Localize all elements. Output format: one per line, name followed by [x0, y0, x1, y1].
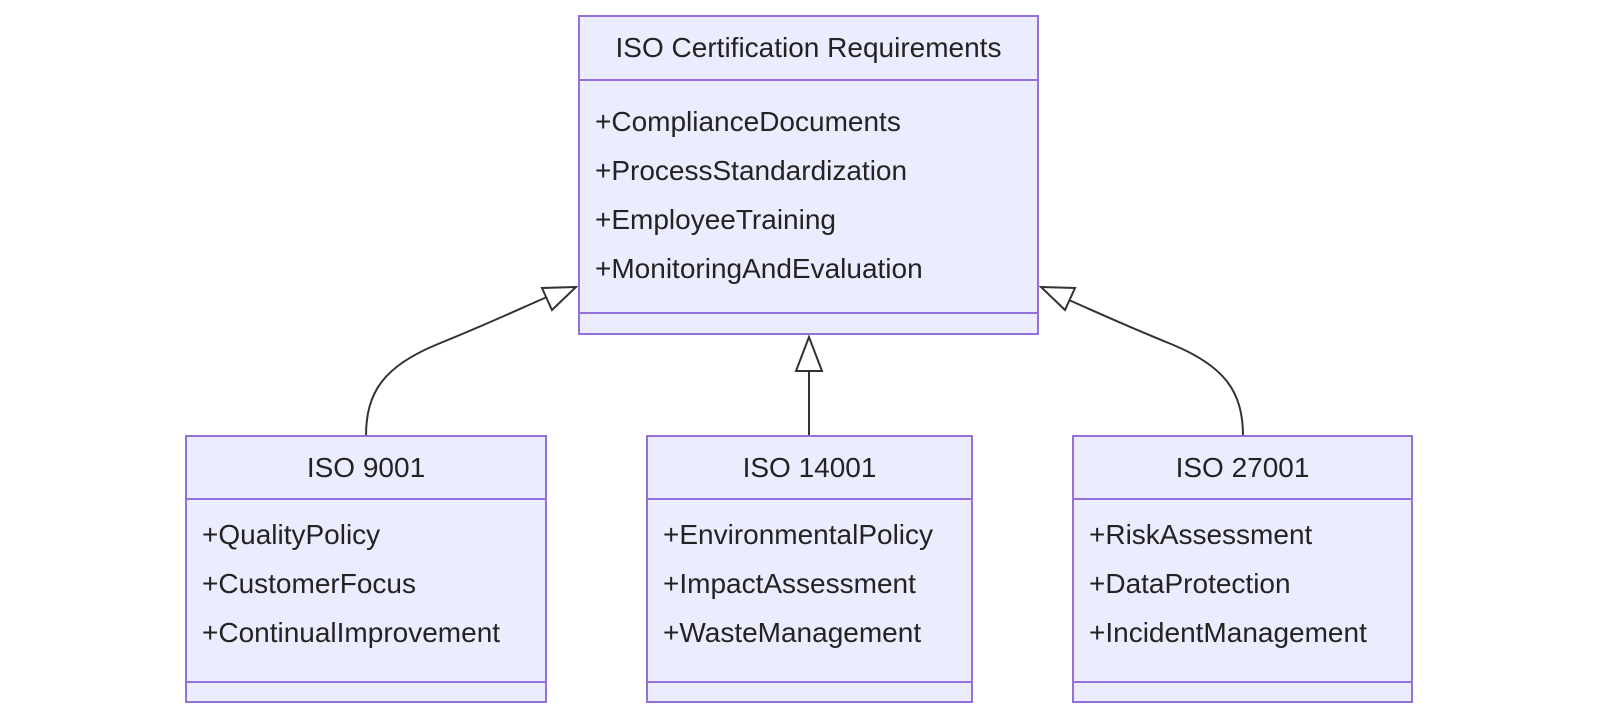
attribute-row: +DataProtection: [1089, 568, 1291, 599]
class-title: ISO 9001: [187, 437, 545, 500]
edge-iso9001-to-parent: [365, 296, 548, 437]
attribute-row: +IncidentManagement: [1089, 617, 1367, 648]
class-attributes: +ComplianceDocuments +ProcessStandardiza…: [580, 81, 1037, 314]
attribute-row: +WasteManagement: [663, 617, 922, 648]
attribute-row: +QualityPolicy: [202, 519, 381, 550]
attribute-row: +MonitoringAndEvaluation: [595, 253, 923, 284]
attribute-row: +RiskAssessment: [1089, 519, 1313, 550]
class-attributes: +RiskAssessment +DataProtection +Inciden…: [1074, 500, 1411, 683]
class-title: ISO 27001: [1074, 437, 1411, 500]
attribute-row: +EnvironmentalPolicy: [663, 519, 934, 550]
class-methods-empty: [648, 683, 971, 701]
attribute-row: +ComplianceDocuments: [595, 106, 901, 137]
attribute-row: +ContinualImprovement: [202, 617, 501, 648]
class-methods-empty: [580, 314, 1037, 333]
class-box-iso-27001: ISO 27001 +RiskAssessment +DataProtectio…: [1072, 435, 1413, 703]
class-methods-empty: [1074, 683, 1411, 701]
edge-iso27001-to-parent: [1061, 296, 1244, 437]
class-title: ISO 14001: [648, 437, 971, 500]
attribute-row: +CustomerFocus: [202, 568, 416, 599]
class-methods-empty: [187, 683, 545, 701]
inheritance-arrowhead-icon: [794, 334, 824, 372]
class-attributes: +QualityPolicy +CustomerFocus +Continual…: [187, 500, 545, 683]
attribute-row: +EmployeeTraining: [595, 204, 836, 235]
class-title: ISO Certification Requirements: [580, 17, 1037, 81]
inheritance-arrowhead-icon: [1038, 285, 1077, 312]
class-attributes: +EnvironmentalPolicy +ImpactAssessment +…: [648, 500, 971, 683]
class-box-iso-14001: ISO 14001 +EnvironmentalPolicy +ImpactAs…: [646, 435, 973, 703]
attribute-row: +ImpactAssessment: [663, 568, 916, 599]
class-box-iso-certification-requirements: ISO Certification Requirements +Complian…: [578, 15, 1039, 335]
class-box-iso-9001: ISO 9001 +QualityPolicy +CustomerFocus +…: [185, 435, 547, 703]
attribute-row: +ProcessStandardization: [595, 155, 908, 186]
inheritance-arrowhead-icon: [540, 285, 579, 312]
